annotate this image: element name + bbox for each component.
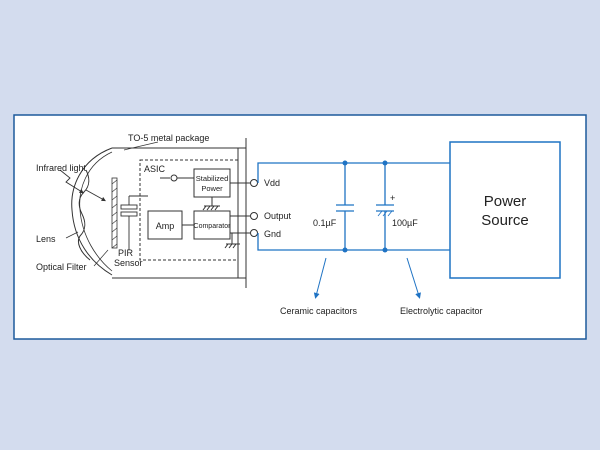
infrared-label: Infrared light: [36, 163, 87, 173]
callout-arrows: [313, 257, 421, 299]
cap2-polarity-label: +: [390, 193, 395, 203]
to5-package: [71, 138, 247, 288]
comparator-label: Comparator: [194, 223, 232, 230]
cap2-value-label: 100µF: [392, 218, 418, 228]
asic-label: ASIC: [144, 164, 166, 174]
power-source-label-line1: Power: [484, 193, 527, 210]
ceramic-label: Ceramic capacitors: [280, 306, 358, 316]
pir-element: [120, 195, 148, 250]
infrared-arrows: [59, 169, 106, 202]
electrolytic-hatching: [377, 210, 393, 217]
stabilized-label-line1: Stabilized: [196, 174, 229, 183]
amp-label: Amp: [156, 221, 175, 231]
gnd-label: Gnd: [264, 229, 281, 239]
stabilized-power-block: [160, 168, 250, 211]
leader-lines: [65, 141, 159, 267]
optical-filter: [111, 177, 118, 249]
electrolytic-label: Electrolytic capacitor: [400, 306, 483, 316]
junction-dots: [342, 160, 388, 253]
lens-label: Lens: [36, 234, 56, 244]
pir-label-line1: PIR: [118, 248, 134, 258]
signal-chain: [147, 210, 250, 249]
output-label: Output: [264, 211, 292, 221]
power-source-box: [449, 141, 561, 279]
pir-label-line2: Sensor: [114, 258, 143, 268]
vdd-label: Vdd: [264, 178, 280, 188]
power-source-label-line2: Source: [481, 212, 529, 229]
cap1-value-label: 0.1µF: [313, 218, 337, 228]
stabilized-label-line2: Power: [201, 184, 223, 193]
terminals: [250, 179, 258, 237]
package-label: TO-5 metal package: [128, 133, 209, 143]
optical-filter-label: Optical Filter: [36, 262, 87, 272]
